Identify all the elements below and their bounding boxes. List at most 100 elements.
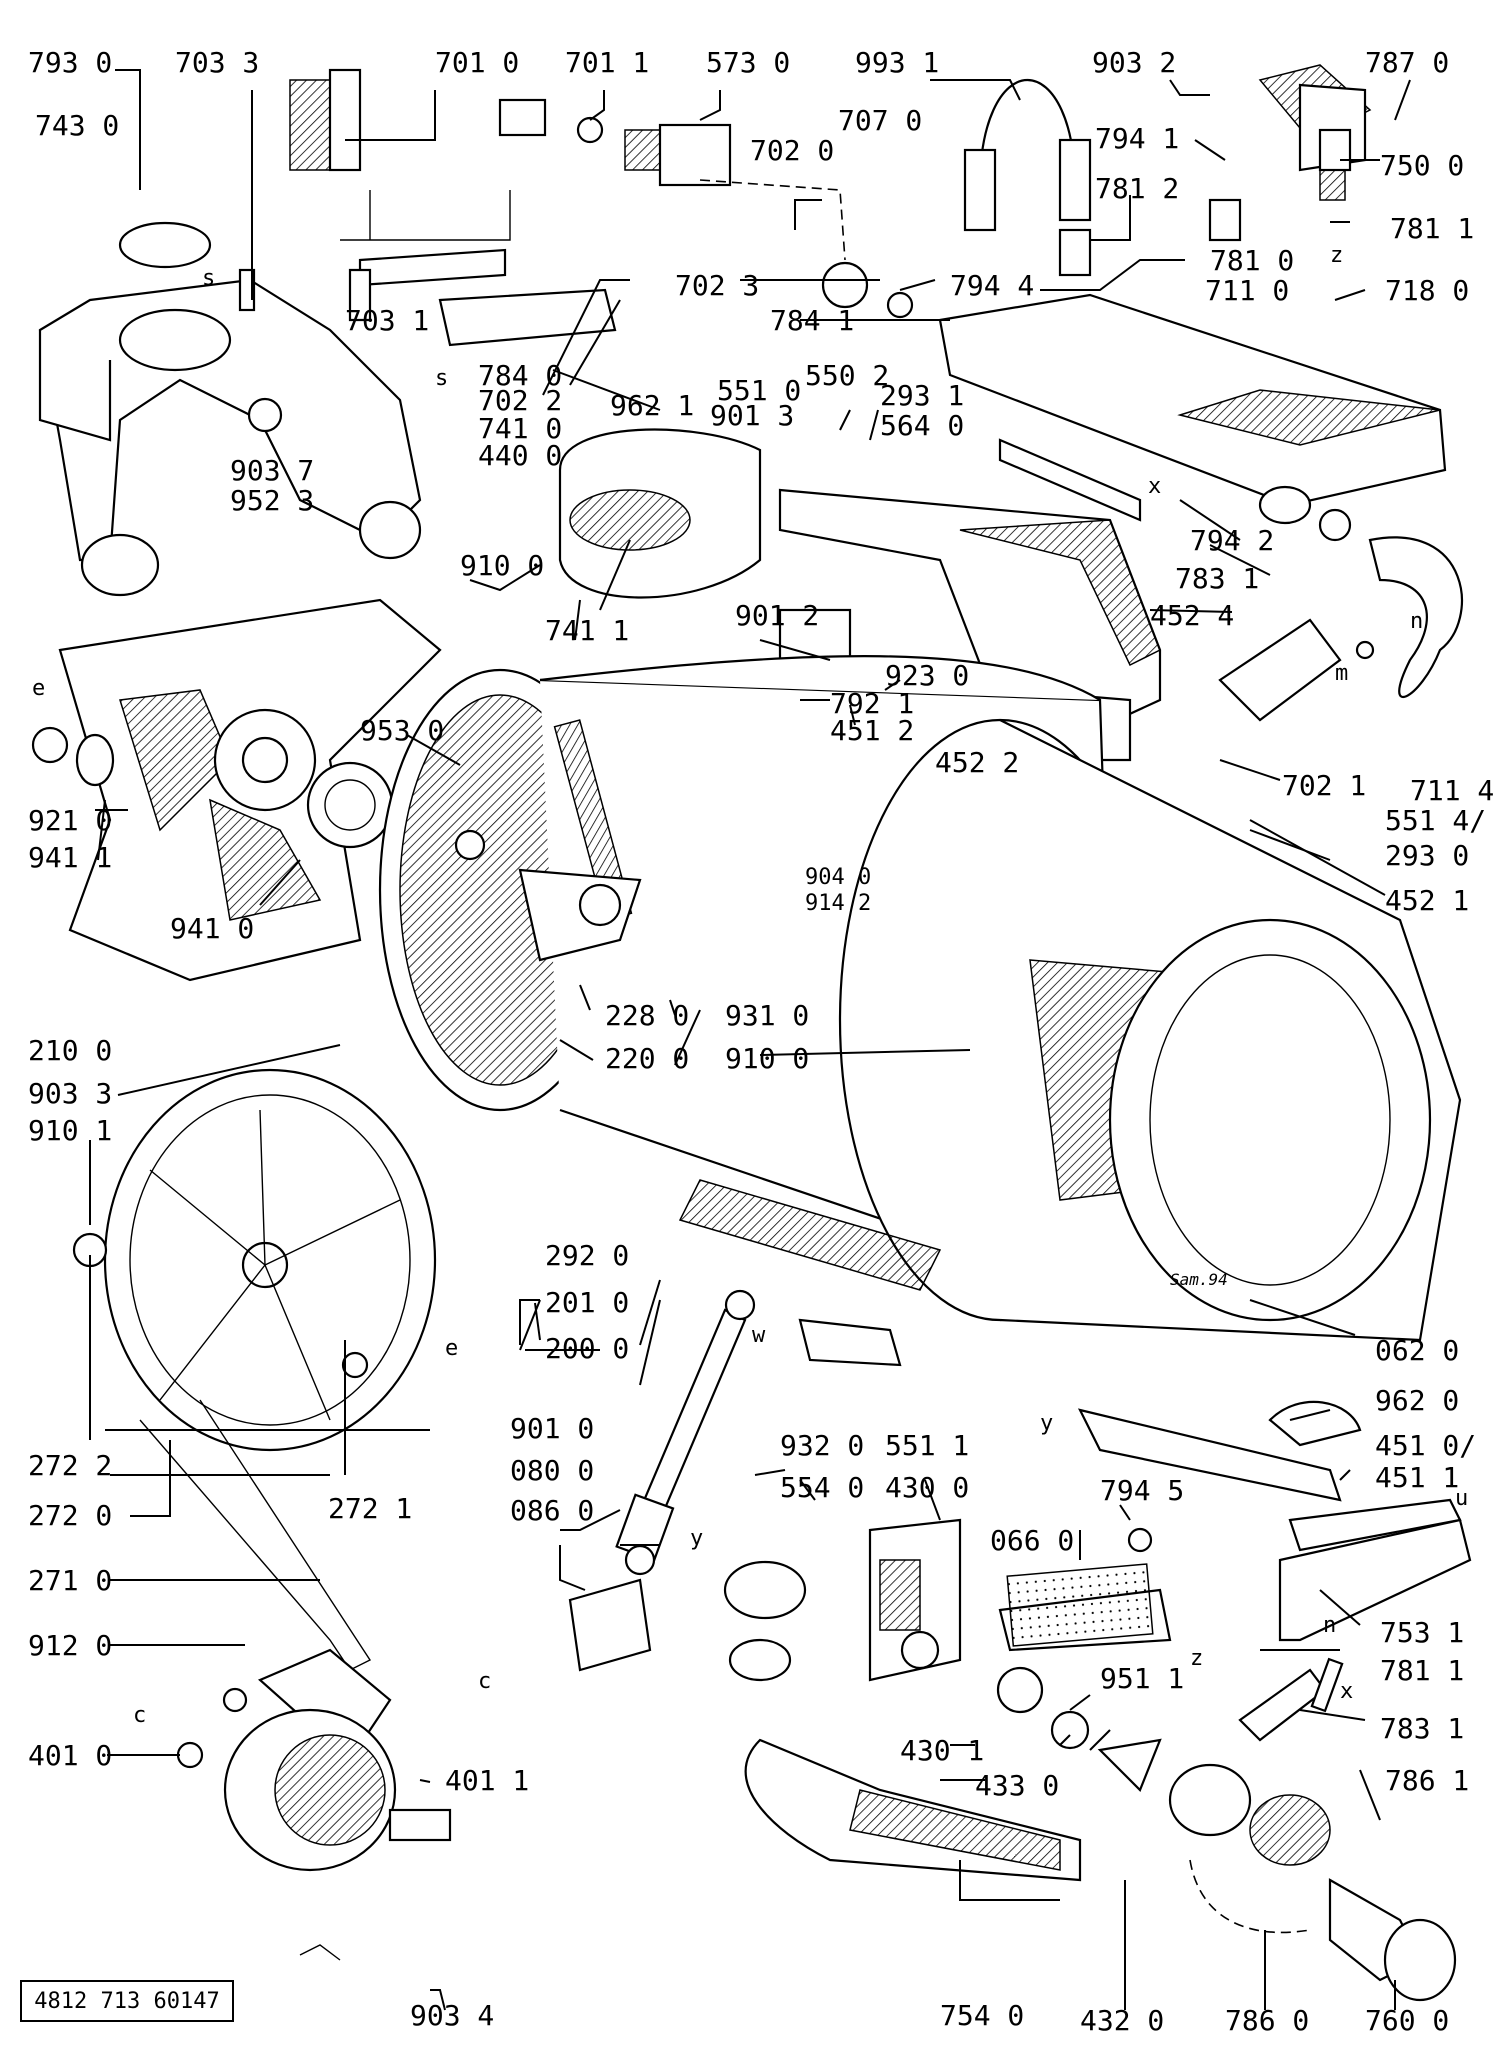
label-787-0: 787 0 — [1365, 46, 1449, 79]
label-452-1: 452 1 — [1385, 884, 1469, 917]
label-910-1: 910 1 — [28, 1114, 112, 1147]
label-228-0: 228 0 — [605, 999, 689, 1032]
label-210-0: 210 0 — [28, 1034, 112, 1067]
document-number-box: 4812 713 60147 — [20, 1980, 234, 2022]
bellow-drawing — [1218, 536, 1463, 722]
label-743-0: 743 0 — [35, 109, 119, 142]
label-741-0: 741 0 — [478, 412, 562, 445]
marker-e-2: e — [445, 1336, 458, 1361]
marker-y-1: y — [1040, 1411, 1053, 1436]
label-904-0: 904 0 — [805, 865, 871, 890]
tub-drawing — [678, 718, 1462, 1342]
label-784-1: 784 1 — [770, 304, 854, 337]
label-953-0: 953 0 — [360, 714, 444, 747]
label-901-0: 901 0 — [510, 1412, 594, 1445]
label-783-1b: 783 1 — [1380, 1712, 1464, 1745]
marker-u: u — [1455, 1486, 1468, 1511]
detergent-housing-drawing — [38, 221, 422, 597]
label-941-1: 941 1 — [28, 841, 112, 874]
label-903-4: 903 4 — [410, 1999, 494, 2032]
marker-n-2: n — [1323, 1613, 1336, 1638]
label-923-0: 923 0 — [885, 659, 969, 692]
drain-pump-drawing — [723, 1318, 1172, 1882]
label-754-0: 754 0 — [940, 1999, 1024, 2032]
hose-drawing — [963, 79, 1242, 277]
heater-drawing — [1077, 1400, 1472, 1642]
label-781-0: 781 0 — [1210, 244, 1294, 277]
label-271-0: 271 0 — [28, 1564, 112, 1597]
label-794-4: 794 4 — [950, 269, 1034, 302]
label-293-0: 293 0 — [1385, 839, 1469, 872]
label-702-3: 702 3 — [675, 269, 759, 302]
marker-z-2: z — [1190, 1646, 1203, 1671]
dispenser-tray-drawing — [938, 293, 1447, 542]
marker-y-2: y — [690, 1526, 703, 1551]
label-564-0: 564 0 — [880, 409, 964, 442]
marker-s-2: s — [435, 366, 448, 391]
label-551-0: 551 0 — [717, 374, 801, 407]
label-952-3: 952 3 — [230, 484, 314, 517]
label-741-1: 741 1 — [545, 614, 629, 647]
label-451-1: 451 1 — [1375, 1461, 1459, 1494]
label-711-4: 711 4 — [1410, 774, 1494, 807]
label-931-0: 931 0 — [725, 999, 809, 1032]
document-number: 4812 713 60147 — [34, 1988, 220, 2014]
marker-s-1: s — [202, 266, 215, 291]
label-702-2: 702 2 — [478, 384, 562, 417]
signature: Sam.94 — [1170, 1270, 1228, 1289]
label-903-2: 903 2 — [1092, 46, 1176, 79]
valve-assembly-drawing — [289, 68, 914, 347]
label-794-2: 794 2 — [1190, 524, 1274, 557]
label-903-7: 903 7 — [230, 454, 314, 487]
label-718-0: 718 0 — [1385, 274, 1469, 307]
label-760-0: 760 0 — [1365, 2004, 1449, 2037]
label-781-1a: 781 1 — [1390, 212, 1474, 245]
label-910-0b: 910 0 — [725, 1042, 809, 1075]
marker-c-2: c — [133, 1703, 146, 1728]
marker-z-1: z — [1330, 243, 1343, 268]
label-220-0: 220 0 — [605, 1042, 689, 1075]
label-551-4: 551 4/ — [1385, 804, 1486, 837]
label-573-0: 573 0 — [706, 46, 790, 79]
label-451-2: 451 2 — [830, 714, 914, 747]
label-433-0: 433 0 — [975, 1769, 1059, 1802]
marker-m: m — [1335, 661, 1348, 686]
motor-drawing — [176, 1648, 452, 1961]
label-272-1: 272 1 — [328, 1492, 412, 1525]
label-703-3: 703 3 — [175, 46, 259, 79]
label-951-1: 951 1 — [1100, 1662, 1184, 1695]
marker-c-1: c — [478, 1669, 491, 1694]
label-794-5: 794 5 — [1100, 1474, 1184, 1507]
label-792-1: 792 1 — [830, 687, 914, 720]
label-753-1: 753 1 — [1380, 1616, 1464, 1649]
label-201-0: 201 0 — [545, 1286, 629, 1319]
label-272-0: 272 0 — [28, 1499, 112, 1532]
label-910-0a: 910 0 — [460, 549, 544, 582]
label-703-1: 703 1 — [345, 304, 429, 337]
label-550-2: 550 2 — [805, 359, 889, 392]
label-701-0: 701 0 — [435, 46, 519, 79]
label-293-1: 293 1 — [880, 379, 964, 412]
label-200-0: 200 0 — [545, 1332, 629, 1365]
shock-absorber-drawing — [568, 1289, 756, 1672]
label-786-1: 786 1 — [1385, 1764, 1469, 1797]
label-452-4: 452 4 — [1150, 599, 1234, 632]
pulley-drawing — [72, 1068, 437, 1671]
label-784-0: 784 0 — [478, 359, 562, 392]
label-551-1: 551 1 — [885, 1429, 969, 1462]
marker-x-1: x — [1148, 474, 1161, 499]
label-962-0: 962 0 — [1375, 1384, 1459, 1417]
marker-e-1: e — [32, 676, 45, 701]
label-432-0: 432 0 — [1080, 2004, 1164, 2037]
label-901-3: 901 3 — [710, 399, 794, 432]
label-941-0: 941 0 — [170, 912, 254, 945]
part-number-labels: 793 0 703 3 701 0 701 1 573 0 993 1 903 … — [28, 46, 1494, 2037]
label-272-2: 272 2 — [28, 1449, 112, 1482]
label-783-1a: 783 1 — [1175, 562, 1259, 595]
connection-markers: s s e e n n m x x y y z z c c w u Sam.94 — [32, 243, 1468, 1728]
label-921-0: 921 0 — [28, 804, 112, 837]
label-912-0: 912 0 — [28, 1629, 112, 1662]
label-701-1: 701 1 — [565, 46, 649, 79]
label-702-0: 702 0 — [750, 134, 834, 167]
